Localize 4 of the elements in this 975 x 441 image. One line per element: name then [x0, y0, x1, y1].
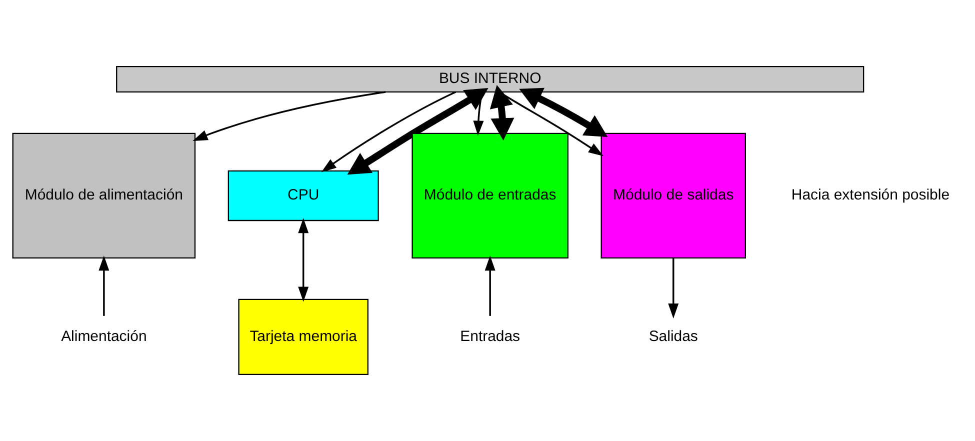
- node-text: Entradas: [460, 328, 520, 345]
- node-text: Alimentación: [61, 328, 147, 345]
- label: Hacia extensión posible: [791, 186, 950, 204]
- node-text: Salidas: [648, 328, 698, 345]
